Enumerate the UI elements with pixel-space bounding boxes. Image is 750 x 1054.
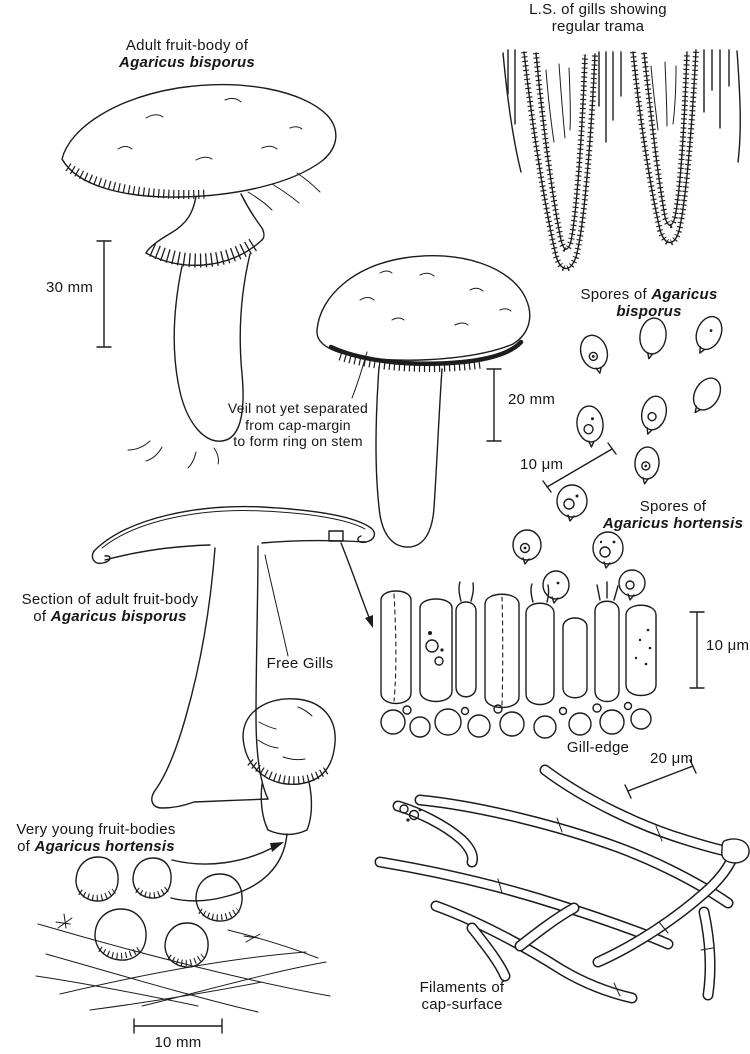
label-line: Spores of: [639, 498, 707, 515]
arrow-to-button: [171, 847, 273, 865]
scale-bars: [96, 240, 705, 1034]
leader-lines: [264, 351, 368, 657]
label-line: Filaments of: [419, 979, 505, 996]
label-line: L.S. of gills showing: [529, 1, 667, 18]
sample-area-marker: [328, 530, 344, 542]
label-line: cap-surface: [421, 995, 503, 1013]
label-line: Very young fruit-bodies: [16, 821, 176, 838]
label-line: of Agaricus bisporus: [10, 607, 210, 626]
label-line: Adult fruit-body of: [125, 37, 249, 54]
stem-ring: [149, 237, 260, 268]
arrow-to-gill-edge: [340, 542, 373, 626]
gill-edge-drawing: [380, 581, 657, 739]
label-line: from cap-margin: [245, 416, 351, 433]
veil-fringe: [338, 351, 483, 372]
label-adult-fruit-body: Adult fruit-body of Agaricus bisporus: [92, 37, 282, 71]
free-gills-leader-line: [264, 554, 289, 657]
label-line: Section of adult fruit-body: [21, 591, 199, 608]
label-line: of Agaricus hortensis: [4, 837, 188, 856]
label-scale-10um-spores: 10 μm: [520, 456, 564, 473]
species-name: bisporus: [616, 302, 682, 320]
label-scale-10mm: 10 mm: [154, 1034, 202, 1051]
label-free-gills: Free Gills: [266, 655, 334, 672]
label-line: Veil not yet separated: [227, 400, 369, 416]
label-line: regular trama: [551, 17, 645, 35]
species-name: Agaricus hortensis: [602, 514, 744, 532]
mycelium-marks: [127, 440, 219, 469]
gill-section-right: [632, 49, 697, 244]
section-cap-top: [93, 505, 372, 552]
straw-substrate: [35, 923, 331, 1013]
young-stem: [375, 366, 443, 548]
young-mushroom-drawing: [316, 255, 531, 548]
filaments-drawing: [374, 764, 750, 1004]
young-fruit-bodies-drawing: [35, 698, 336, 1013]
scale-bar-10um-spores: [542, 442, 617, 493]
label-very-young: Very young fruit-bodies of Agaricus hort…: [4, 821, 188, 856]
label-text: of: [33, 607, 47, 625]
scale-bar-20mm: [486, 368, 502, 442]
ls-gills-drawing: [502, 49, 741, 272]
scale-bar-10mm: [133, 1018, 223, 1034]
adult-cap: [61, 83, 337, 198]
label-scale-20mm: 20 mm: [508, 391, 556, 408]
section-drawing: [91, 505, 376, 809]
scale-bar-20um: [624, 759, 697, 799]
label-veil-note: Veil not yet separated from cap-margin t…: [218, 400, 378, 450]
label-gill-edge: Gill-edge: [566, 739, 630, 756]
label-spores-bisporus: Spores of Agaricus bisporus: [560, 286, 738, 320]
species-name: Agaricus hortensis: [34, 837, 175, 855]
label-line: to form ring on stem: [233, 433, 363, 449]
trama-striations: [507, 49, 730, 143]
species-name: Agaricus bisporus: [119, 53, 255, 71]
veil-leader-line: [351, 351, 368, 399]
species-name: Agaricus bisporus: [50, 607, 187, 625]
section-stem: [153, 547, 216, 793]
label-text: of: [17, 837, 31, 855]
label-scale-10um-gill: 10 μm: [706, 637, 750, 654]
label-scale-30mm: 30 mm: [46, 279, 94, 296]
label-section: Section of adult fruit-body of Agaricus …: [10, 591, 210, 626]
gill-band: [328, 339, 524, 366]
label-text: Spores of: [580, 286, 647, 303]
spores-hortensis-drawing: [512, 484, 646, 604]
label-spores-hortensis: Spores of Agaricus hortensis: [598, 498, 748, 532]
label-filaments: Filaments of cap-surface: [398, 979, 526, 1013]
septa-marks: [497, 817, 714, 997]
scale-bar-10um-gill: [689, 611, 705, 689]
scale-bar-30mm: [96, 240, 112, 348]
spores-bisporus-drawing: [576, 315, 723, 485]
species-name: Agaricus: [651, 286, 718, 303]
young-cap: [316, 255, 531, 361]
label-line: Spores of Agaricus: [560, 286, 738, 304]
arrow-head: [365, 615, 373, 628]
young-button-cap: [242, 698, 336, 785]
clavate-tip: [721, 838, 750, 864]
adult-stem: [145, 196, 197, 254]
mycelial-strand: [170, 833, 288, 902]
label-scale-20um: 20 μm: [650, 750, 694, 767]
arrow-head: [270, 842, 284, 852]
adult-mushroom-drawing: [61, 83, 337, 469]
label-ls-gills: L.S. of gills showing regular trama: [500, 1, 696, 35]
